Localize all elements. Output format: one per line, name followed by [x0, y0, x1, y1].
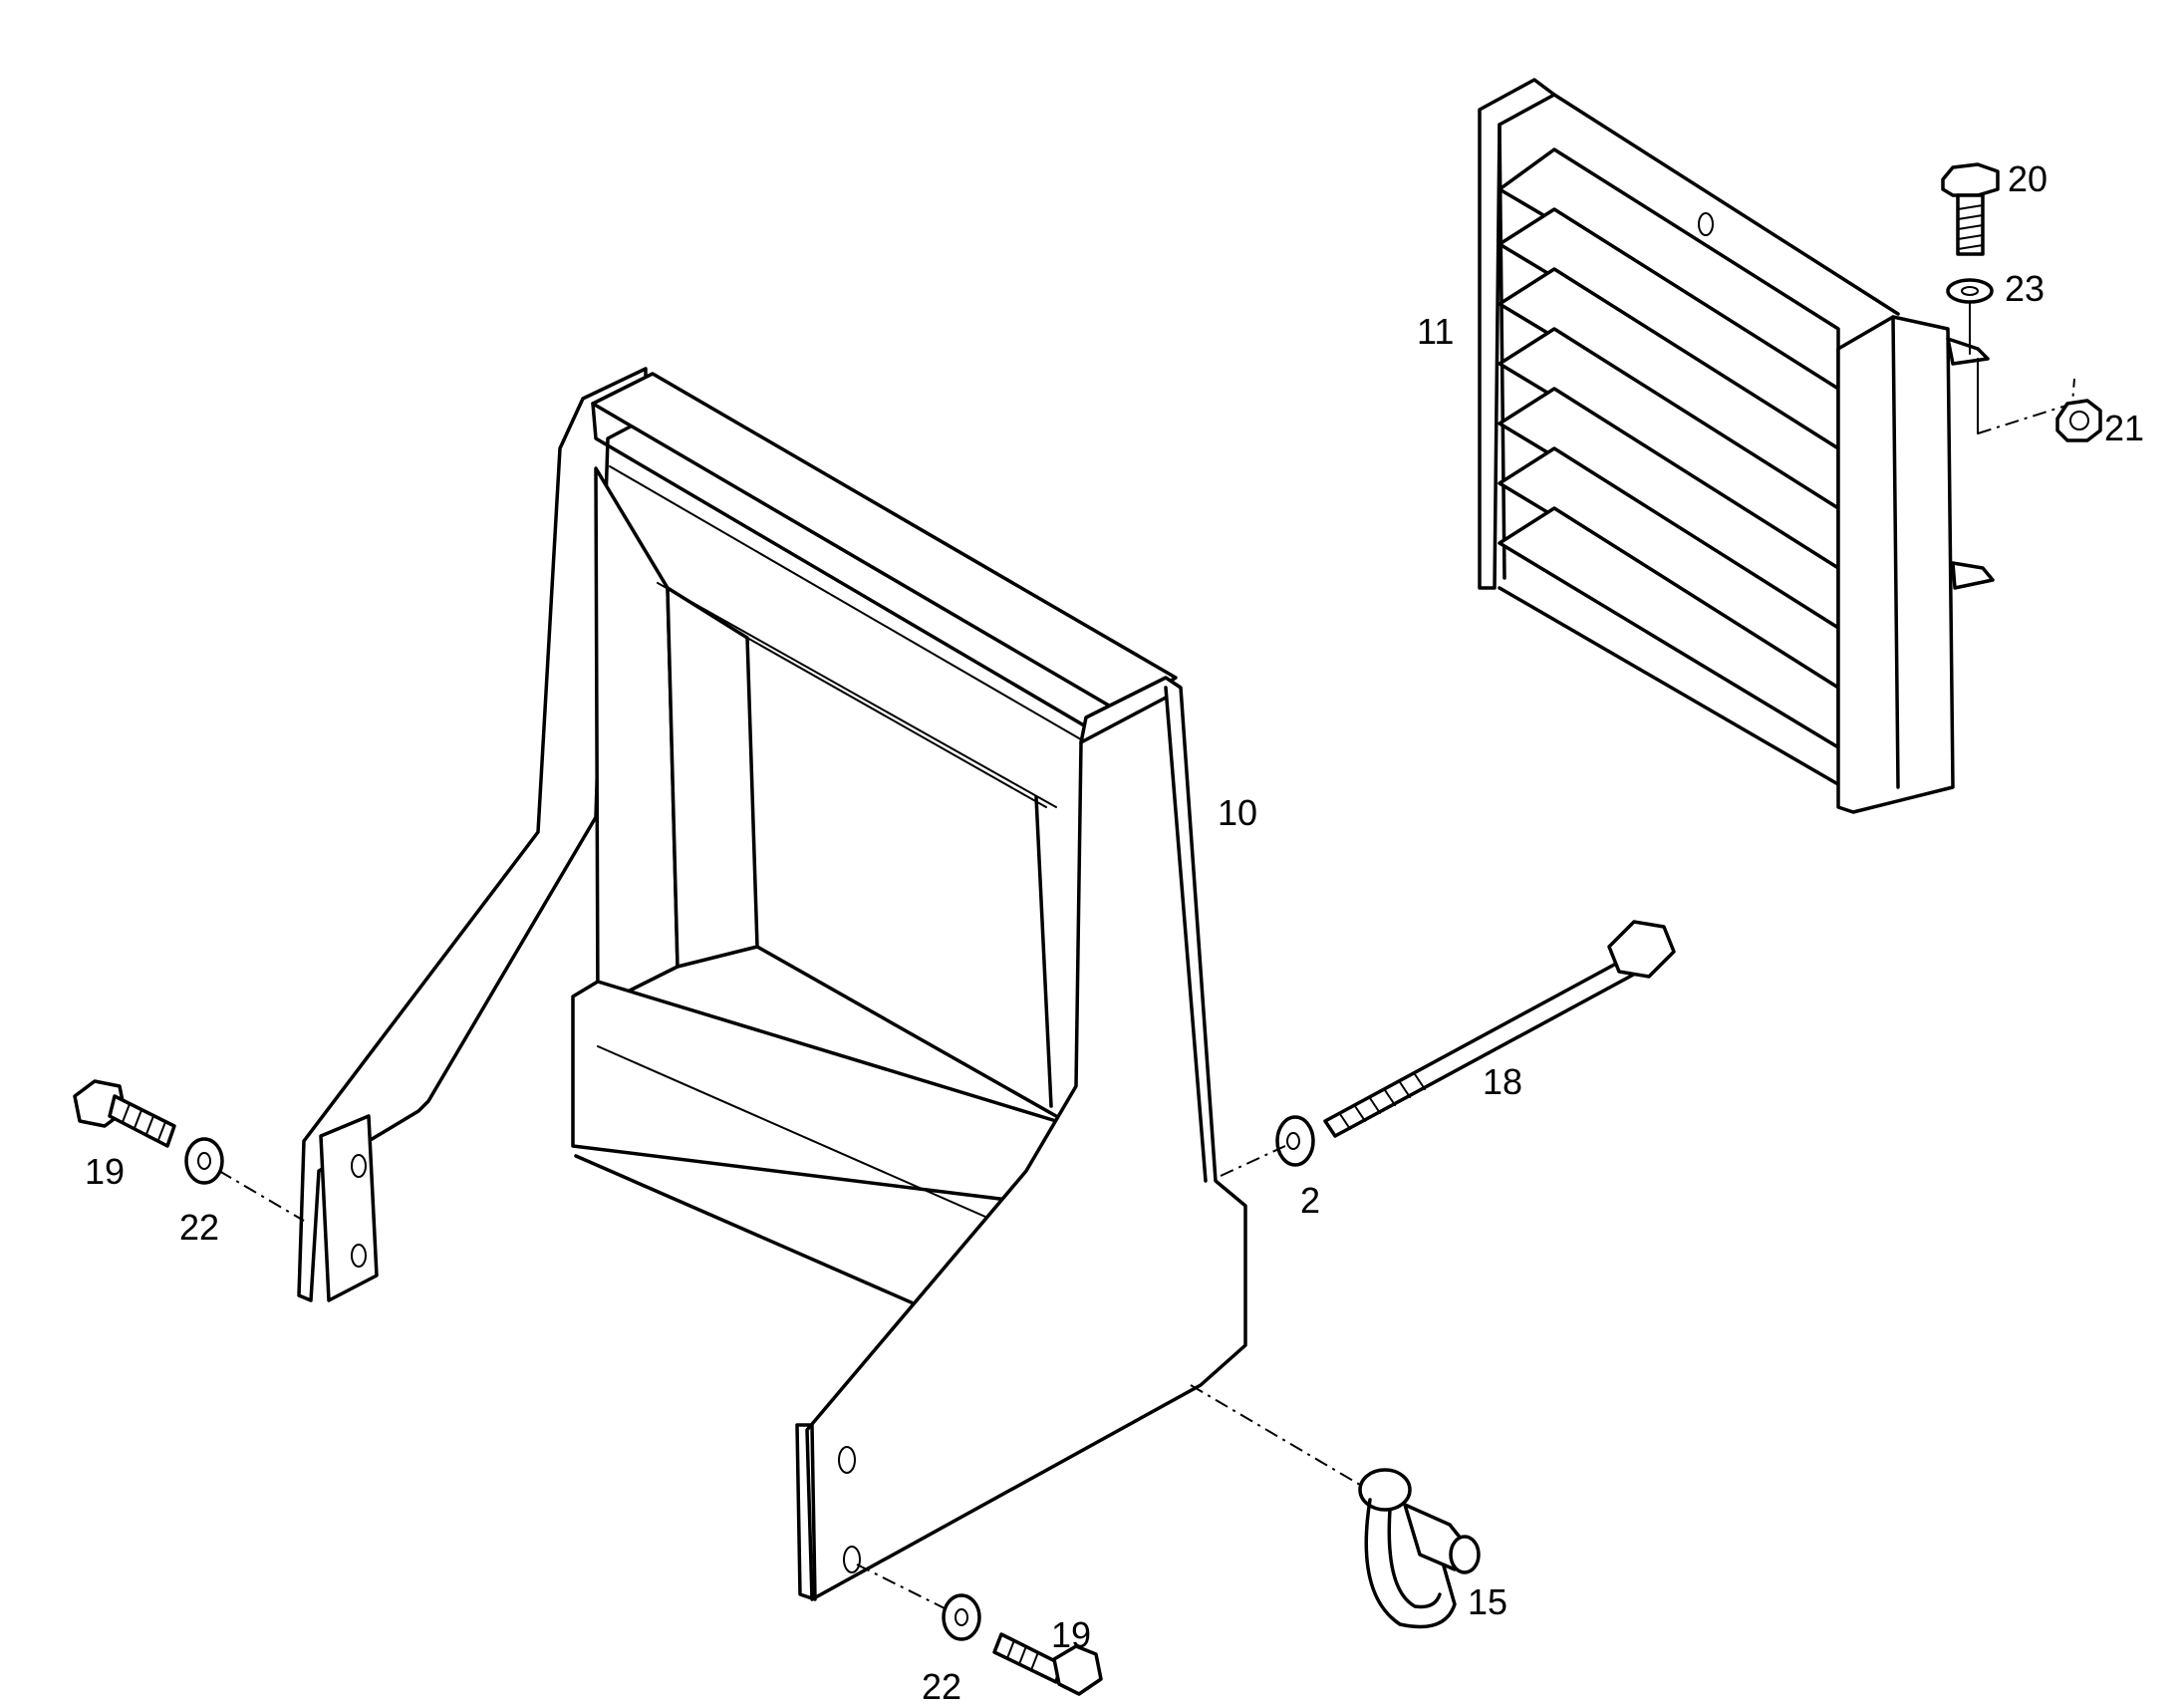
- washer-part-22-left: [184, 1137, 305, 1222]
- washer-part-2: [1220, 1115, 1315, 1177]
- label-part-19-bottom: 19: [1051, 1614, 1091, 1655]
- long-bolt-part-18: [1323, 920, 1676, 1138]
- shackle-part-15: [1190, 1384, 1481, 1629]
- frame-part-10: [297, 367, 1247, 1601]
- label-part-19-left: 19: [85, 1151, 125, 1192]
- label-part-11: 11: [1417, 311, 1454, 352]
- bolt-part-19-bottom: [992, 1632, 1103, 1696]
- label-part-23: 23: [2005, 268, 2045, 309]
- label-part-10: 10: [1218, 792, 1257, 833]
- label-part-20: 20: [2008, 158, 2048, 199]
- washer-part-23: [1946, 278, 1994, 355]
- label-part-15: 15: [1468, 1581, 1507, 1622]
- bolt-part-20: [1941, 162, 2000, 256]
- nut-part-21: [1977, 358, 2102, 442]
- bolt-part-19-left: [73, 1079, 176, 1148]
- grille-part-11: [1478, 78, 1995, 814]
- label-part-21: 21: [2104, 408, 2144, 448]
- label-part-18: 18: [1483, 1061, 1522, 1102]
- label-part-2: 2: [1300, 1180, 1320, 1221]
- label-part-22-left: 22: [179, 1207, 219, 1248]
- washer-part-22-bottom: [856, 1564, 981, 1641]
- label-part-22-bottom: 22: [922, 1666, 961, 1706]
